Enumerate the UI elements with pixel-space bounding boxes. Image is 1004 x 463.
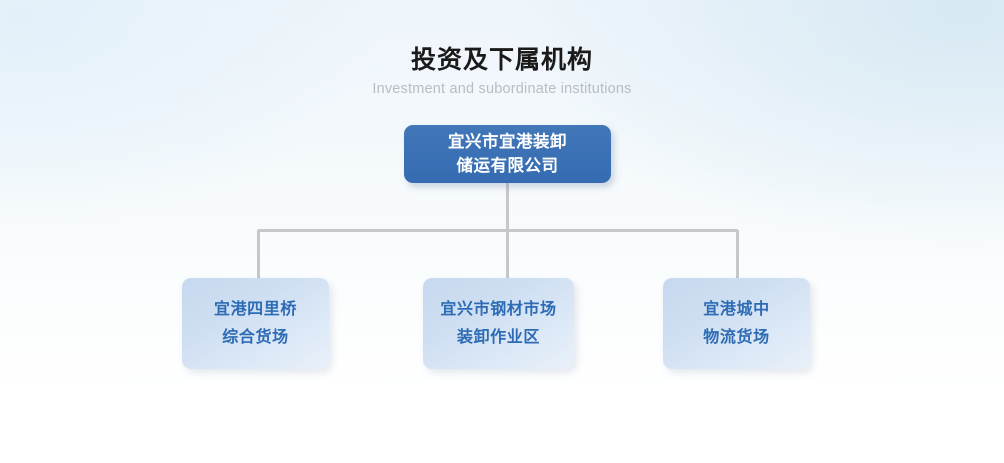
org-node-root-line-1: 宜兴市宜港装卸 xyxy=(448,133,567,151)
org-node-child-0-line-1: 宜港四里桥 xyxy=(213,300,297,318)
org-node-child-1[interactable]: 宜兴市钢材市场 装卸作业区 xyxy=(423,278,574,369)
org-node-child-2[interactable]: 宜港城中 物流货场 xyxy=(663,278,810,369)
org-node-child-0[interactable]: 宜港四里桥 综合货场 xyxy=(182,278,329,369)
org-node-child-1-line-1: 宜兴市钢材市场 xyxy=(440,300,557,318)
page-title: 投资及下属机构 xyxy=(410,46,593,74)
org-node-child-2-line-2: 物流货场 xyxy=(703,328,770,346)
org-node-child-1-line-2: 装卸作业区 xyxy=(456,328,540,346)
org-node-root[interactable]: 宜兴市宜港装卸 储运有限公司 xyxy=(404,125,611,183)
chart-heading: 投资及下属机构 Investment and subordinate insti… xyxy=(0,44,1004,98)
page-subtitle: Investment and subordinate institutions xyxy=(372,81,632,97)
org-node-child-0-line-2: 综合货场 xyxy=(222,328,289,346)
org-node-child-2-line-1: 宜港城中 xyxy=(703,300,770,318)
org-node-root-line-2: 储运有限公司 xyxy=(456,157,559,175)
